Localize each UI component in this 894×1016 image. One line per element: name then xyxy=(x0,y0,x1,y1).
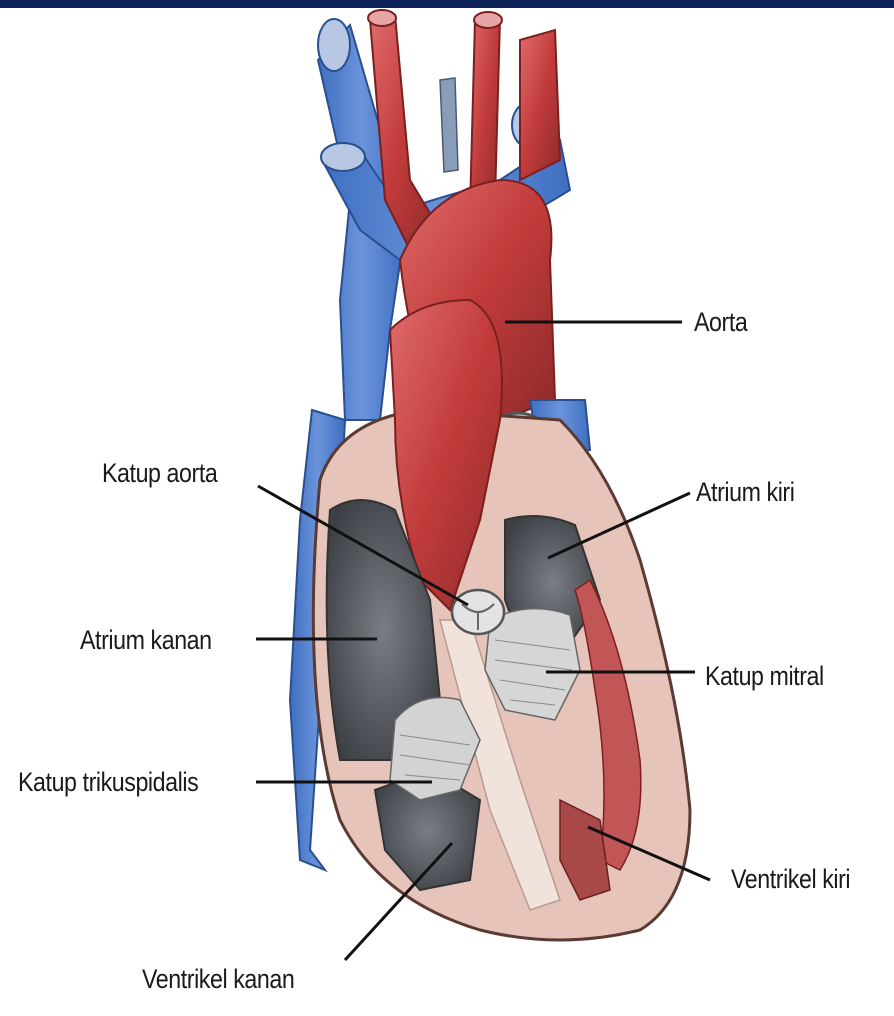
label-ventrikel-kanan: Ventrikel kanan xyxy=(142,966,294,993)
label-atrium-kiri: Atrium kiri xyxy=(696,479,794,506)
label-katup-trikuspidalis: Katup trikuspidalis xyxy=(18,769,198,796)
label-atrium-kanan: Atrium kanan xyxy=(80,627,212,654)
label-katup-aorta: Katup aorta xyxy=(102,460,217,487)
label-katup-mitral: Katup mitral xyxy=(705,663,824,690)
label-ventrikel-kiri: Ventrikel kiri xyxy=(731,866,850,893)
label-aorta: Aorta xyxy=(694,309,747,336)
aortic-valve xyxy=(452,590,504,634)
